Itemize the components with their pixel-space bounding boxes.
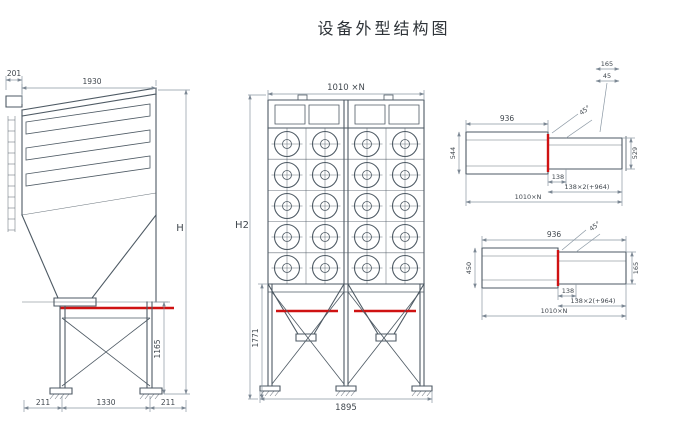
dim-pitch-run: 138×2(+964)	[571, 297, 616, 305]
front-view-dimensions: 1010 ×N H2 1771 1895	[235, 83, 433, 413]
dim-foot-left: 211	[36, 398, 51, 407]
dim-foot-right: 211	[161, 398, 176, 407]
dim-module-width: 1010 ×N	[327, 83, 365, 93]
housing-outline	[22, 88, 168, 306]
dim-overall-height-front: H2	[235, 220, 249, 231]
dim-chamfer-angle: 45°	[578, 104, 592, 117]
access-door	[389, 105, 419, 124]
dim-duct-height-left: 450	[465, 262, 473, 274]
duct-detail-bottom: 936 450 165 138 138×2(+964) 1010×N 45°	[465, 220, 640, 320]
dim-pitch: 138	[562, 287, 574, 295]
filter-housing	[268, 128, 424, 284]
dim-support-height-front: 1771	[251, 328, 260, 347]
side-view-dimensions: 201 1930 H 1165 211 1330 211	[5, 69, 190, 412]
access-door	[355, 105, 385, 124]
dim-chamfer-angle: 45°	[588, 220, 602, 233]
dim-overall-height: H	[176, 223, 184, 234]
support-frame-front	[260, 284, 432, 391]
dim-duct-height-left: 544	[449, 147, 457, 159]
duct-bottom-dimensions: 936 450 165 138 138×2(+964) 1010×N 45°	[465, 220, 640, 320]
hoppers	[268, 284, 424, 341]
side-view: 201 1930 H 1165 211 1330 211	[6, 69, 190, 412]
dim-duct-height-right: 165	[632, 262, 640, 274]
cartridge-bundle	[26, 156, 150, 186]
duct-section	[558, 252, 626, 284]
access-ladder	[8, 116, 15, 232]
dim-base-span: 1330	[96, 398, 115, 407]
dim-pitch: 138	[552, 173, 564, 181]
dim-base-width: 1895	[335, 403, 357, 413]
filter-cartridge-bundles	[26, 104, 150, 186]
foot-pad	[412, 386, 432, 391]
duct-section	[548, 138, 622, 169]
front-view: 1010 ×N H2 1771 1895	[235, 83, 432, 413]
dim-module-width-bottom: 1010×N	[541, 307, 568, 315]
foot-pad	[336, 386, 356, 391]
duct-top-dimensions: 936 544 529 138 138×2(+964) 1010×N 165 4…	[449, 60, 639, 206]
dim-flange-width: 165	[601, 60, 613, 68]
dim-top-width: 1930	[82, 77, 101, 86]
cartridge-bundle	[26, 130, 150, 160]
foot-pad	[140, 388, 162, 394]
drawing-title: 设备外型结构图	[317, 19, 450, 38]
dim-pitch-run: 138×2(+964)	[565, 183, 610, 191]
dim-duct-width: 936	[547, 230, 562, 239]
duct-section	[482, 248, 558, 288]
foot-pad	[260, 386, 280, 391]
ground-hatching	[50, 391, 431, 399]
access-door	[309, 105, 339, 124]
dim-support-height: 1165	[153, 339, 162, 358]
lifting-lug	[298, 95, 307, 100]
foot-pad	[50, 388, 72, 394]
tube-sheet-grid	[268, 128, 424, 284]
inlet-hood	[6, 96, 22, 107]
cartridge-bundle	[26, 104, 150, 134]
duct-section	[466, 132, 548, 174]
lifting-lug	[384, 95, 393, 100]
dim-hood-offset: 201	[7, 69, 22, 78]
dim-flange-thk: 45	[603, 72, 611, 80]
cartridge-face-grid	[272, 129, 421, 284]
support-frame	[50, 302, 162, 394]
duct-detail-top: 936 544 529 138 138×2(+964) 1010×N 165 4…	[449, 60, 639, 206]
dim-duct-height-right: 529	[631, 147, 639, 159]
access-door	[275, 105, 305, 124]
dim-duct-width: 936	[500, 114, 515, 123]
dim-module-width-top: 1010×N	[515, 193, 542, 201]
